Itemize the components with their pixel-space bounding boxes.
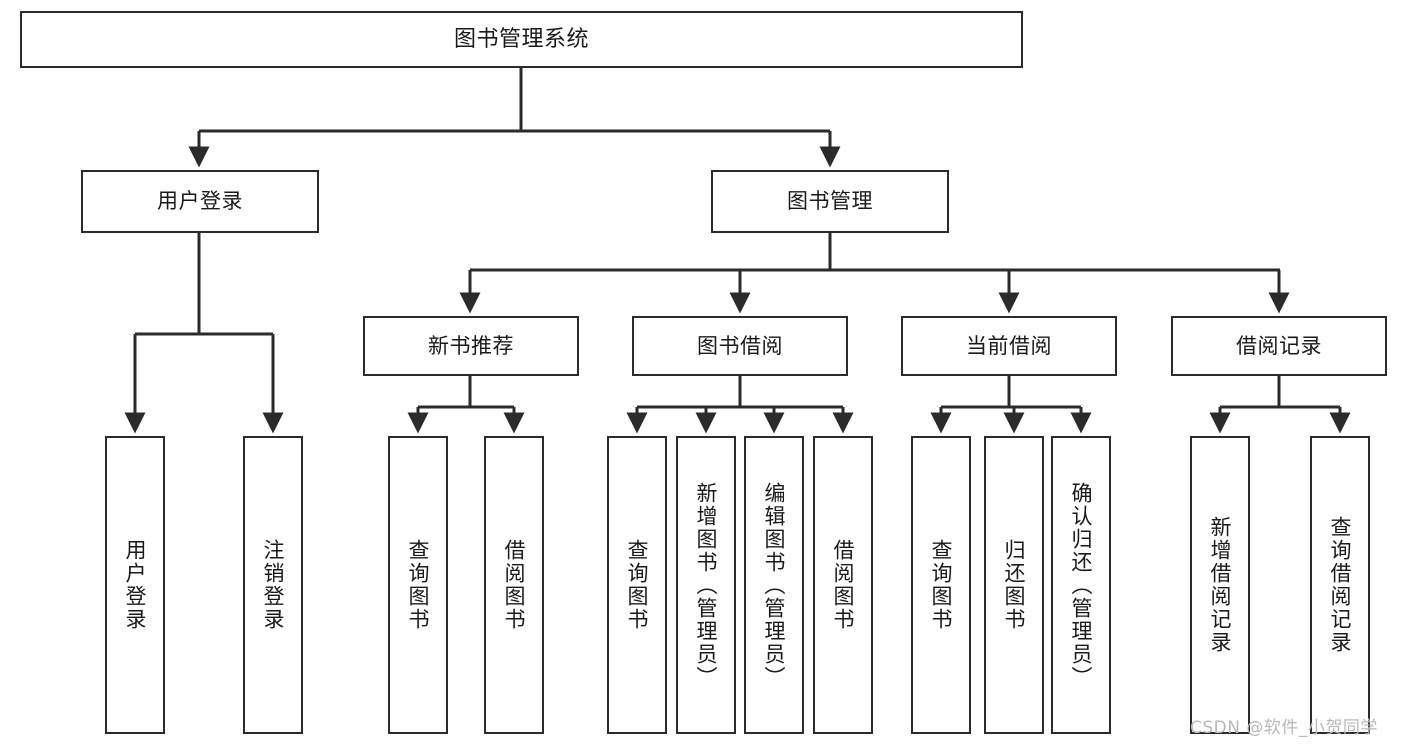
leaf-confirm-return-admin-label: 确认归还（管理员） bbox=[1069, 481, 1094, 689]
leaf-return-book[interactable]: 归还图书 bbox=[984, 436, 1044, 734]
leaf-borrow-book[interactable]: 借阅图书 bbox=[813, 436, 873, 734]
leaf-query-book-borrow[interactable]: 查询图书 bbox=[607, 436, 667, 734]
node-root-label: 图书管理系统 bbox=[453, 26, 589, 52]
node-borrow-record-label: 借阅记录 bbox=[1236, 333, 1322, 358]
leaf-query-book-recommend-label: 查询图书 bbox=[406, 539, 431, 631]
node-book-management[interactable]: 图书管理 bbox=[711, 170, 949, 233]
node-current-borrow[interactable]: 当前借阅 bbox=[901, 316, 1117, 376]
leaf-add-borrow-record-label: 新增借阅记录 bbox=[1208, 516, 1233, 654]
leaf-user-login-label: 用户登录 bbox=[123, 539, 148, 631]
leaf-add-book-admin-label: 新增图书（管理员） bbox=[694, 481, 719, 689]
leaf-query-borrow-record[interactable]: 查询借阅记录 bbox=[1310, 436, 1370, 734]
leaf-borrow-book-label: 借阅图书 bbox=[831, 539, 856, 631]
leaf-confirm-return-admin[interactable]: 确认归还（管理员） bbox=[1051, 436, 1111, 734]
csdn-watermark: CSDN @软件_小贺同学 bbox=[1190, 718, 1378, 738]
leaf-user-login[interactable]: 用户登录 bbox=[105, 436, 165, 734]
leaf-query-book-current[interactable]: 查询图书 bbox=[911, 436, 971, 734]
leaf-query-book-current-label: 查询图书 bbox=[929, 539, 954, 631]
leaf-edit-book-admin-label: 编辑图书（管理员） bbox=[762, 481, 787, 689]
node-book-management-label: 图书管理 bbox=[787, 189, 873, 213]
leaf-add-borrow-record[interactable]: 新增借阅记录 bbox=[1190, 436, 1250, 734]
leaf-logout[interactable]: 注销登录 bbox=[243, 436, 303, 734]
node-new-book-recommend[interactable]: 新书推荐 bbox=[363, 316, 579, 376]
node-new-book-recommend-label: 新书推荐 bbox=[428, 333, 514, 358]
leaf-return-book-label: 归还图书 bbox=[1002, 539, 1027, 631]
node-book-borrow-label: 图书借阅 bbox=[697, 333, 783, 358]
leaf-query-book-recommend[interactable]: 查询图书 bbox=[388, 436, 448, 734]
node-current-borrow-label: 当前借阅 bbox=[966, 333, 1052, 358]
leaf-logout-label: 注销登录 bbox=[261, 539, 286, 631]
node-root[interactable]: 图书管理系统 bbox=[20, 11, 1023, 68]
leaf-add-book-admin[interactable]: 新增图书（管理员） bbox=[676, 436, 736, 734]
node-user-login-label: 用户登录 bbox=[157, 189, 243, 213]
node-borrow-record[interactable]: 借阅记录 bbox=[1171, 316, 1387, 376]
leaf-query-borrow-record-label: 查询借阅记录 bbox=[1328, 516, 1353, 654]
node-book-borrow[interactable]: 图书借阅 bbox=[632, 316, 848, 376]
node-user-login[interactable]: 用户登录 bbox=[81, 170, 319, 233]
leaf-query-book-borrow-label: 查询图书 bbox=[625, 539, 650, 631]
leaf-edit-book-admin[interactable]: 编辑图书（管理员） bbox=[744, 436, 804, 734]
leaf-borrow-book-recommend[interactable]: 借阅图书 bbox=[484, 436, 544, 734]
leaf-borrow-book-recommend-label: 借阅图书 bbox=[502, 539, 527, 631]
